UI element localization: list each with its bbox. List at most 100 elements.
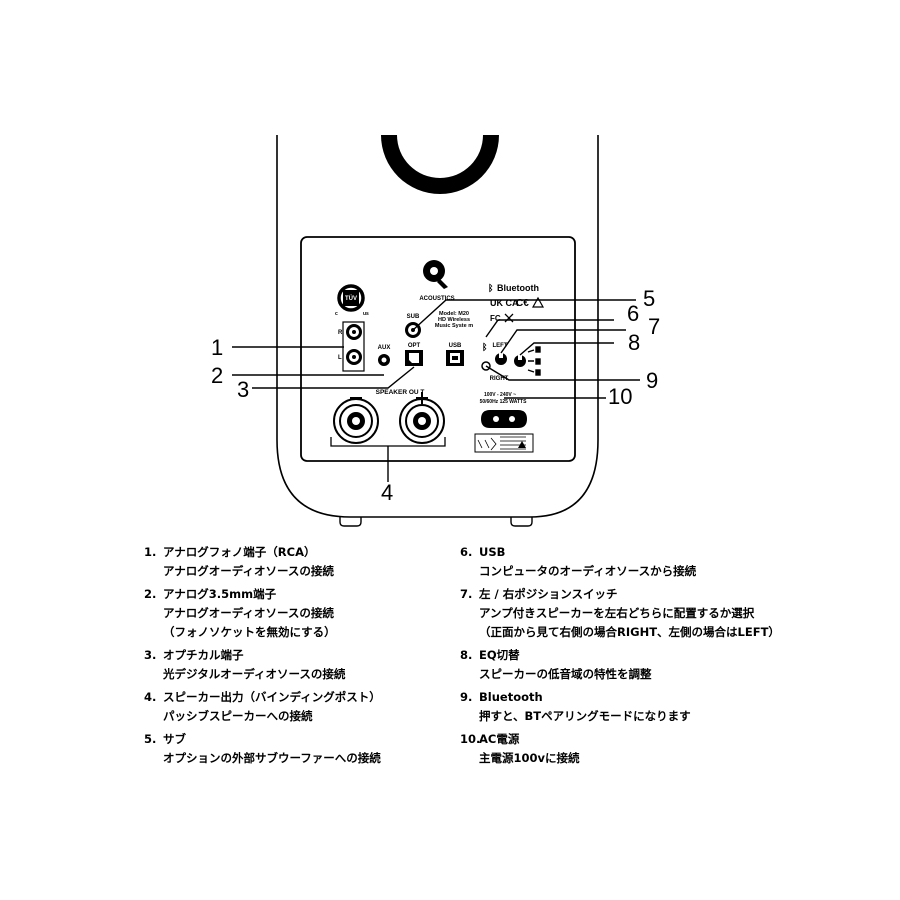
callout-8: 8 xyxy=(628,330,640,355)
legend-num: 10. xyxy=(460,732,481,746)
weee-bin-icon xyxy=(504,313,514,323)
legend-num: 4. xyxy=(144,690,157,704)
model-line-3: Music Syste m xyxy=(435,323,473,329)
callout-2: 2 xyxy=(211,363,223,388)
sub-label: SUB xyxy=(407,314,420,320)
legend-title: Bluetooth xyxy=(479,690,543,704)
legend-desc: （フォノソケットを無効にする） xyxy=(163,625,336,639)
legend-item-6: 6. USB コンピュータのオーディオソースから接続 xyxy=(460,543,780,581)
tuv-badge-icon: TÜV c us xyxy=(335,284,369,317)
model-info: Model: M20 HD Wireless Music Syste m xyxy=(435,311,473,329)
legend-num: 5. xyxy=(144,732,157,746)
binding-post-positive[interactable] xyxy=(399,392,445,444)
legend-item-5: 5.サブ オプションの外部サブウーファーへの接続 xyxy=(144,730,381,768)
warning-triangle-icon xyxy=(531,296,545,308)
optical-port[interactable] xyxy=(405,350,423,366)
legend-desc: パッシブスピーカーへの接続 xyxy=(163,709,313,723)
power-rating-2: 50/60Hz 125 WATTS xyxy=(480,399,528,405)
legend-item-8: 8. EQ切替 スピーカーの低音域の特性を調整 xyxy=(460,646,780,684)
binding-post-negative[interactable] xyxy=(333,397,379,444)
aux-jack[interactable] xyxy=(378,354,390,366)
brand-name: ACOUSTICS xyxy=(419,296,454,302)
eq-level-icon xyxy=(527,346,541,376)
legend-desc: オプションの外部サブウーファーへの接続 xyxy=(163,751,381,765)
left-right-switch[interactable] xyxy=(495,353,507,365)
ce-mark: C€ xyxy=(516,298,529,309)
bluetooth-pairing: ᛒ xyxy=(481,342,491,371)
speaker-out-label: SPEAKER OU T xyxy=(376,389,425,396)
legend-num: 7. xyxy=(460,587,473,601)
rca-r-label: R xyxy=(338,330,343,336)
legend-desc: 押すと、BTペアリングモードになります xyxy=(479,709,691,723)
rca-input-group: R L xyxy=(338,321,365,372)
legend-desc: 光デジタルオーディオソースの接続 xyxy=(163,667,346,681)
legend-item-3: 3. オプチカル端子 光デジタルオーディオソースの接続 xyxy=(144,646,381,684)
optical-input-group: OPT xyxy=(405,343,423,366)
cabinet-feet xyxy=(339,517,533,527)
rca-right-jack[interactable] xyxy=(346,324,362,340)
legend-left: 1.アナログフォノ端子（RCA） アナログオーディオソースの接続 2.アナログ3… xyxy=(144,543,381,772)
certification-marks: ᛒ Bluetooth UK CA C€ FC xyxy=(488,283,545,323)
bluetooth-icon: ᛒ xyxy=(482,342,487,353)
model-line-1: Model: M20 xyxy=(439,311,469,317)
rca-l-label: L xyxy=(338,355,342,361)
svg-text:c: c xyxy=(335,311,338,317)
callout-6: 6 xyxy=(627,301,639,326)
legend-item-1: 1.アナログフォノ端子（RCA） アナログオーディオソースの接続 xyxy=(144,543,381,581)
legend-desc: アンプ付きスピーカーを左右どちらに配置するか選択 xyxy=(479,606,755,620)
usb-input-group: USB xyxy=(446,343,464,366)
legend-item-9: 9. Bluetooth 押すと、BTペアリングモードになります xyxy=(460,688,780,726)
legend-title: オプチカル端子 xyxy=(163,648,244,662)
legend-desc: コンピュータのオーディオソースから接続 xyxy=(479,564,697,578)
speaker-cabinet xyxy=(276,135,599,518)
legend-num: 8. xyxy=(460,648,473,662)
bluetooth-logo-icon: ᛒ xyxy=(488,283,493,294)
legend-title: 左 / 右ポジションスイッチ xyxy=(479,587,618,601)
legend-item-10: 10.AC電源 主電源100vに接続 xyxy=(460,730,780,768)
ac-inlet[interactable] xyxy=(481,410,527,428)
legend-desc: アナログオーディオソースの接続 xyxy=(163,606,334,620)
legend-title: USB xyxy=(479,545,506,559)
legend-title: スピーカー出力（バインディングポスト） xyxy=(163,690,381,704)
eq-switch-group xyxy=(514,346,541,376)
right-label: RIGHT xyxy=(490,376,509,382)
svg-text:us: us xyxy=(363,311,369,317)
speaker-rear-diagram: ACOUSTICS ᛒ Bluetooth UK CA C€ FC Model:… xyxy=(211,135,660,527)
ukca-mark: UK CA xyxy=(490,298,519,308)
callout-lines xyxy=(232,299,640,482)
callout-4: 4 xyxy=(381,480,393,505)
legend-num: 6. xyxy=(460,545,473,559)
connection-plate xyxy=(300,236,576,462)
callout-10: 10 xyxy=(608,384,632,409)
eq-switch[interactable] xyxy=(514,355,526,367)
usb-port[interactable] xyxy=(446,350,464,366)
legend-desc: 主電源100vに接続 xyxy=(479,751,580,765)
model-line-2: HD Wireless xyxy=(438,317,470,323)
position-switch-group: LEFT RIGHT xyxy=(490,343,509,382)
legend-right: 6. USB コンピュータのオーディオソースから接続 7. 左 / 右ポジションスイ… xyxy=(460,543,780,772)
left-label: LEFT xyxy=(493,343,508,349)
legend-desc: スピーカーの低音域の特性を調整 xyxy=(479,667,652,681)
legend-num: 3. xyxy=(144,648,157,662)
power-rating-1: 100V - 240V ~ xyxy=(484,392,516,398)
callout-9: 9 xyxy=(646,368,658,393)
legend-title: AC電源 xyxy=(479,732,520,746)
speaker-output-group: SPEAKER OU T xyxy=(330,389,446,447)
opt-label: OPT xyxy=(408,343,421,349)
callout-7: 7 xyxy=(648,314,660,339)
usb-label: USB xyxy=(449,343,462,349)
bass-port xyxy=(381,135,499,194)
bluetooth-wordmark: Bluetooth xyxy=(497,283,539,293)
legend-item-2: 2.アナログ3.5mm端子 アナログオーディオソースの接続 （フォノソケットを無… xyxy=(144,585,381,642)
legend-title: アナログフォノ端子（RCA） xyxy=(163,545,316,559)
aux-label: AUX xyxy=(378,345,391,351)
aux-jack-group: AUX xyxy=(378,345,391,366)
legend-title: EQ切替 xyxy=(479,648,520,662)
legend-item-7: 7. 左 / 右ポジションスイッチ アンプ付きスピーカーを左右どちらに配置するか選… xyxy=(460,585,780,642)
rca-left-jack[interactable] xyxy=(346,349,362,365)
callout-1: 1 xyxy=(211,335,223,360)
safety-warning-label xyxy=(474,433,534,453)
svg-text:TÜV: TÜV xyxy=(345,295,357,302)
callout-5: 5 xyxy=(643,286,655,311)
legend-num: 9. xyxy=(460,690,473,704)
